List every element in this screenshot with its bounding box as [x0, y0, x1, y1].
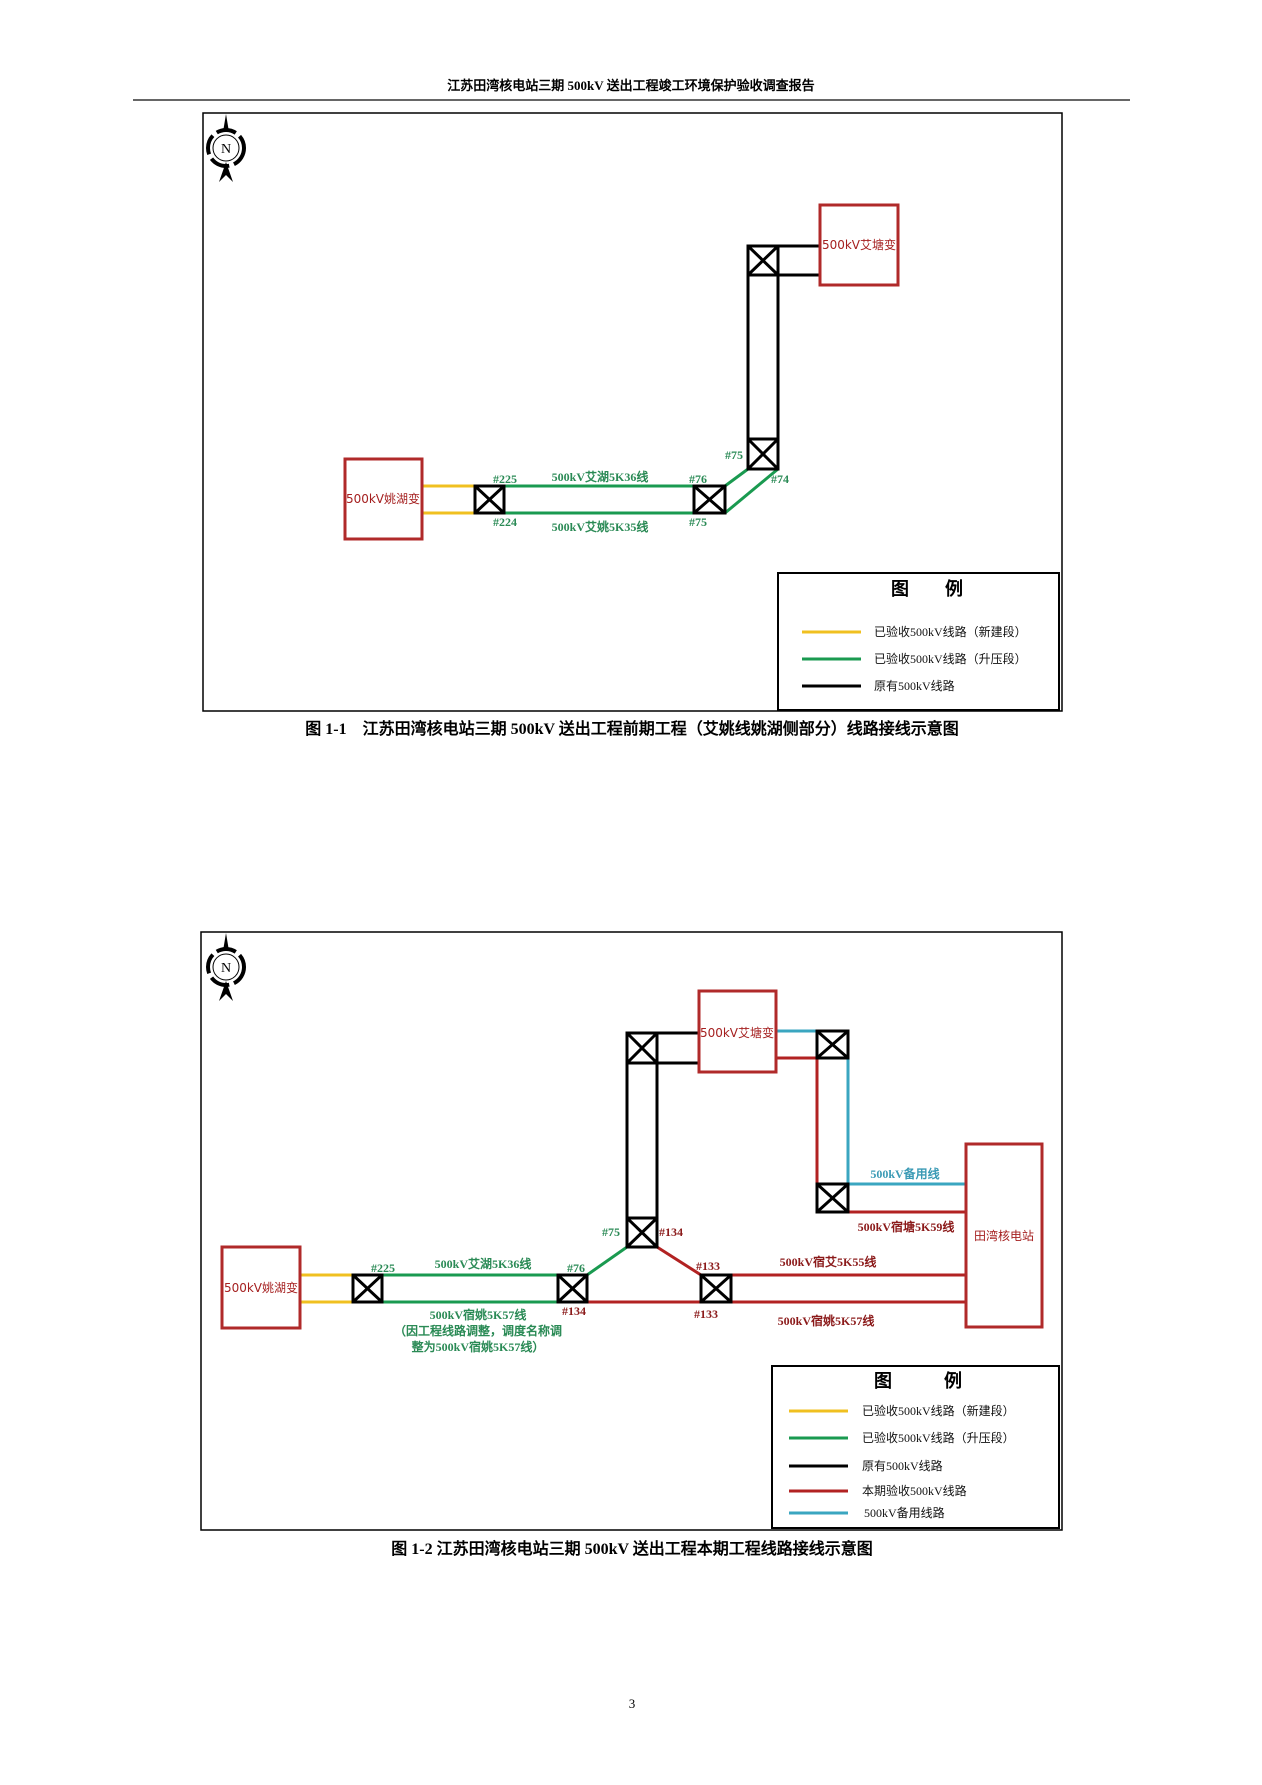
legend-title: 例: [945, 578, 963, 599]
station-aitang: [818, 203, 900, 287]
compass-icon: N: [206, 931, 246, 1003]
legend-item: 已验收500kV线路（新建段）: [874, 624, 1027, 639]
tower-icon: [815, 1182, 850, 1214]
tower-label: #133: [694, 1307, 718, 1321]
legend-item: 已验收500kV线路（升压段）: [874, 651, 1027, 666]
station-tianwan: [964, 1142, 1044, 1329]
station-yaohu: [220, 1245, 302, 1330]
tower-label: #225: [493, 472, 517, 486]
line-label: 500kV艾湖5K36线: [435, 1256, 532, 1271]
station-yaohu-label: 500kV姚湖变: [346, 491, 420, 506]
line-note: （因工程线路调整，调度名称调: [394, 1323, 562, 1338]
station-tianwan-label: 田湾核电站: [974, 1228, 1034, 1243]
tower-label: #133: [696, 1259, 720, 1273]
compass-icon: N: [206, 112, 246, 184]
legend-item: 已验收500kV线路（升压段）: [862, 1430, 1015, 1445]
green-diag: [586, 1245, 628, 1277]
tower-icon: [746, 437, 780, 471]
tower-icon: [692, 484, 727, 515]
line-label: 500kV宿姚5K57线: [430, 1307, 527, 1322]
legend-title: 图: [874, 1371, 892, 1391]
legend-item: 原有500kV线路: [862, 1458, 943, 1473]
legend: 图 例 已验收500kV线路（新建段） 已验收500kV线路（升压段） 原有50…: [777, 572, 1060, 711]
figure-1: N 500kV艾塘变 500kV姚湖变 #225 #224 500kV艾湖5K3…: [202, 112, 1063, 738]
legend-item: 500kV备用线路: [864, 1505, 945, 1520]
station-aitang-label: 500kV艾塘变: [822, 237, 896, 252]
tower-label: #224: [493, 515, 517, 529]
legend-title: 图: [891, 579, 909, 599]
tower-icon: [699, 1273, 733, 1304]
legend-title: 例: [944, 1370, 962, 1391]
tower-label: #225: [371, 1261, 395, 1275]
figure-2: N 500: [200, 931, 1063, 1558]
station-aitang-label: 500kV艾塘变: [700, 1025, 774, 1040]
compass-north-label: N: [221, 142, 231, 157]
tower-icon: [473, 484, 506, 515]
line-note: 整为500kV宿姚5K57线）: [411, 1339, 545, 1354]
tower-icon: [556, 1273, 589, 1304]
station-yaohu: [343, 457, 424, 541]
compass-north-label: N: [221, 961, 231, 976]
tower-label: #134: [562, 1304, 586, 1318]
tower-icon: [625, 1031, 659, 1065]
legend-item: 已验收500kV线路（新建段）: [862, 1403, 1015, 1418]
tower-icon: [815, 1029, 850, 1060]
tower-icon: [625, 1216, 659, 1249]
line-label: 500kV宿艾5K55线: [780, 1254, 877, 1269]
figure-1-caption: 图 1-1 江苏田湾核电站三期 500kV 送出工程前期工程（艾姚线姚湖侧部分）…: [305, 719, 959, 738]
tower-label: #134: [659, 1225, 683, 1239]
header-title: 江苏田湾核电站三期 500kV 送出工程竣工环境保护验收调查报告: [447, 78, 814, 93]
legend: 图 例 已验收500kV线路（新建段） 已验收500kV线路（升压段） 原有50…: [771, 1365, 1060, 1529]
tower-label: #75: [602, 1225, 620, 1239]
line-label: 500kV艾湖5K36线: [552, 469, 649, 484]
green-diag-upper: [724, 467, 749, 488]
tower-icon: [746, 244, 780, 277]
line-label: 500kV宿姚5K57线: [778, 1313, 875, 1328]
legend-item: 原有500kV线路: [874, 678, 955, 693]
line-label: 500kV备用线: [870, 1166, 939, 1181]
page-number: 3: [629, 1696, 636, 1711]
legend-item: 本期验收500kV线路: [862, 1483, 967, 1498]
line-label: 500kV宿塘5K59线: [858, 1219, 955, 1234]
station-aitang: [697, 989, 778, 1074]
tower-label: #76: [567, 1261, 585, 1275]
station-yaohu-label: 500kV姚湖变: [224, 1280, 298, 1295]
tower-icon: [351, 1273, 384, 1304]
tower-label: #76: [689, 472, 707, 486]
tower-label: #75: [689, 515, 707, 529]
tower-label: #74: [771, 472, 789, 486]
green-diag-lower: [724, 467, 779, 515]
figure-2-caption: 图 1-2 江苏田湾核电站三期 500kV 送出工程本期工程线路接线示意图: [391, 1539, 873, 1558]
tower-label: #75: [725, 448, 743, 462]
line-label: 500kV艾姚5K35线: [552, 519, 649, 534]
red-diag: [656, 1245, 702, 1277]
